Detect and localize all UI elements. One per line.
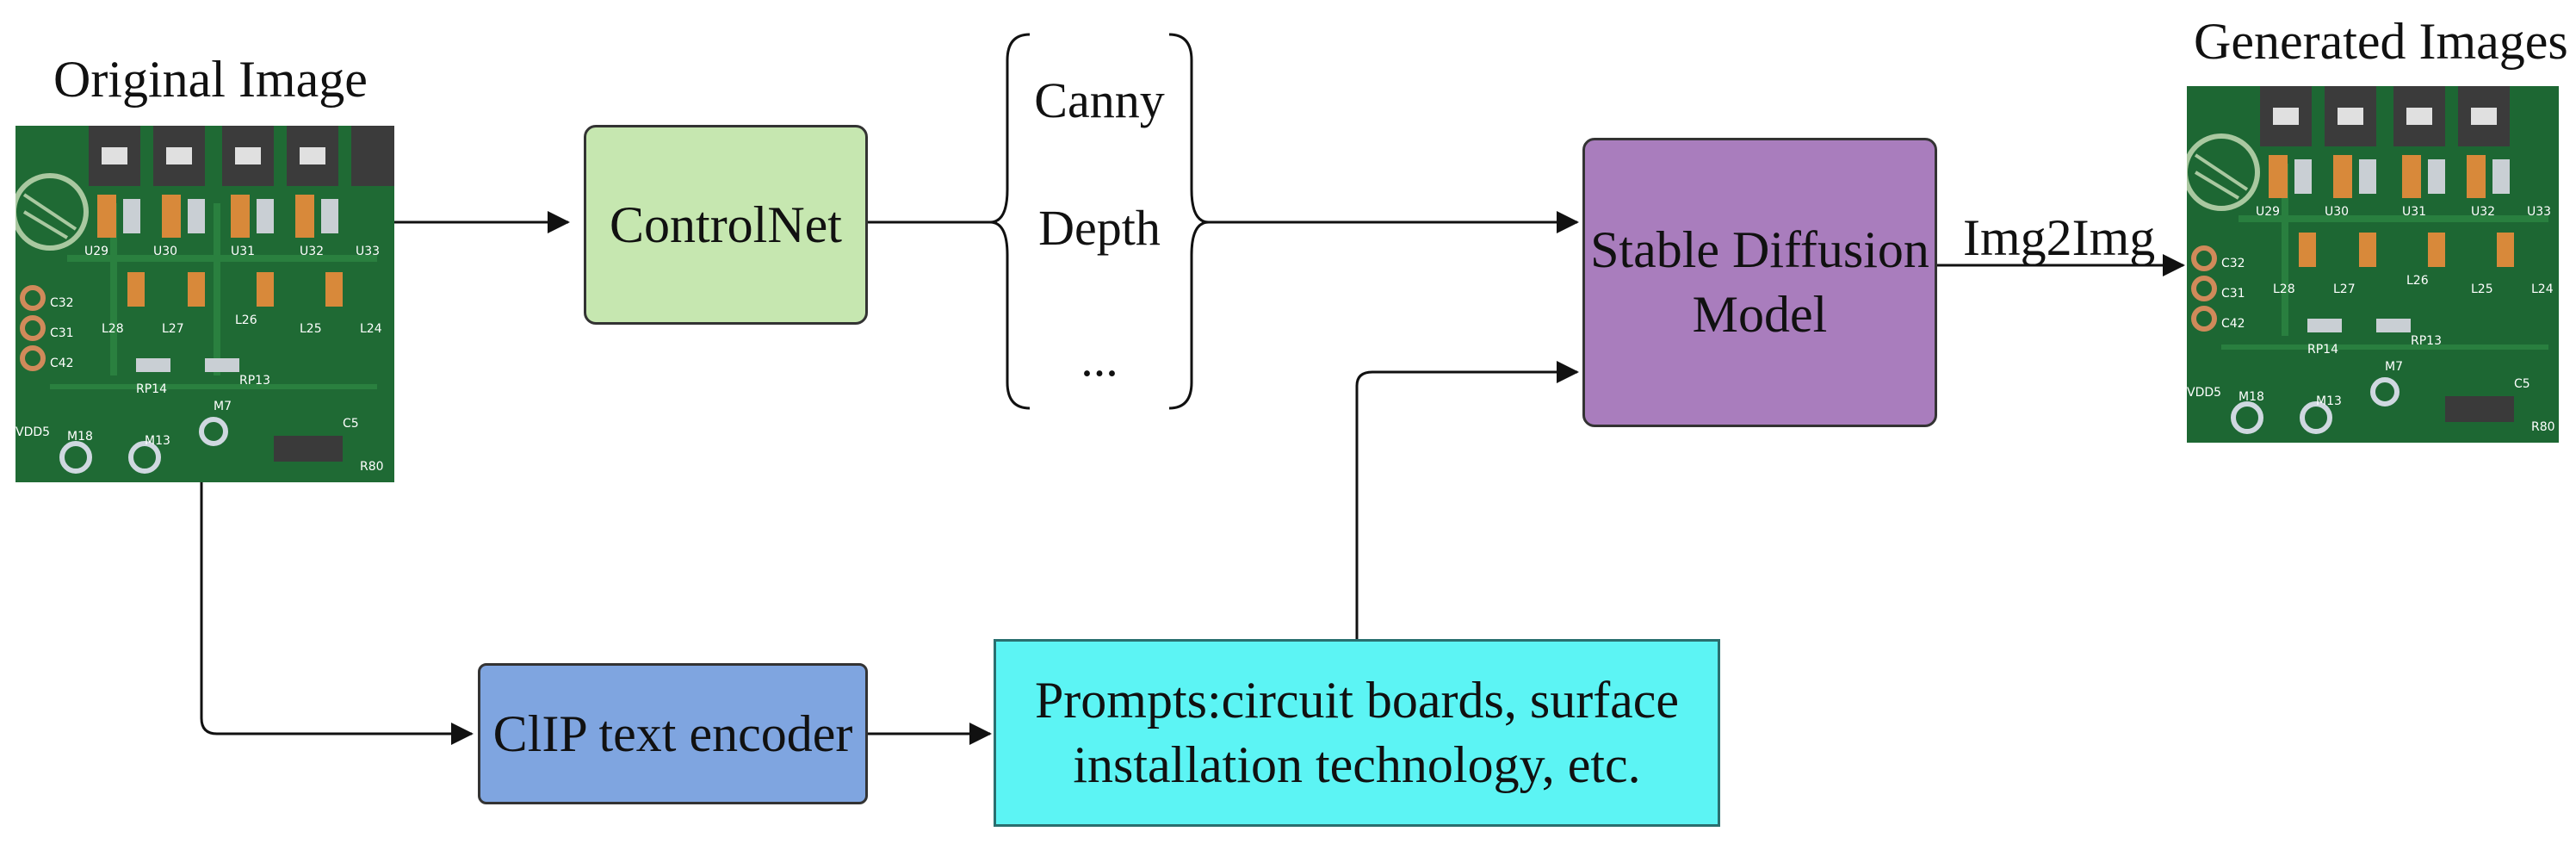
controlnet-label: ControlNet [610, 195, 842, 253]
svg-text:L25: L25 [300, 322, 322, 336]
svg-text:L25: L25 [2471, 282, 2493, 296]
stable-diffusion-line-2: Model [1692, 286, 1828, 343]
svg-text:L27: L27 [2333, 282, 2356, 296]
clip-text-encoder-label: ClIP text encoder [492, 704, 853, 762]
svg-text:C31: C31 [50, 326, 74, 340]
svg-text:C42: C42 [50, 357, 74, 370]
svg-text:U29: U29 [2256, 205, 2280, 219]
prompts-box: Prompts:circuit boards, surface installa… [994, 639, 1720, 827]
svg-text:C32: C32 [2221, 257, 2245, 270]
svg-text:VDD5: VDD5 [15, 425, 50, 439]
svg-text:U29: U29 [84, 245, 108, 258]
svg-text:U30: U30 [2325, 205, 2349, 219]
svg-text:C5: C5 [343, 417, 359, 431]
svg-text:U32: U32 [2471, 205, 2495, 219]
svg-text:U31: U31 [231, 245, 255, 258]
svg-text:C42: C42 [2221, 317, 2245, 331]
svg-text:RP14: RP14 [2307, 343, 2338, 357]
arrow-original-to-clip [200, 482, 474, 745]
svg-text:RP13: RP13 [239, 374, 270, 388]
svg-text:U32: U32 [300, 245, 324, 258]
controlnet-box: ControlNet [584, 125, 868, 325]
svg-text:M7: M7 [214, 400, 232, 413]
img2img-label: Img2Img [1963, 209, 2156, 266]
svg-text:L26: L26 [2406, 274, 2429, 288]
prompts-line-1: Prompts:circuit boards, surface [1034, 672, 1680, 729]
generated-images-title: Generated Images [2194, 13, 2568, 70]
svg-text:L28: L28 [2273, 282, 2295, 296]
svg-text:R80: R80 [360, 460, 384, 474]
svg-text:M13: M13 [2316, 394, 2342, 408]
svg-text:L24: L24 [360, 322, 382, 336]
svg-text:C31: C31 [2221, 287, 2245, 301]
svg-text:M18: M18 [67, 430, 93, 444]
svg-text:U31: U31 [2402, 205, 2426, 219]
svg-text:U33: U33 [356, 245, 380, 258]
svg-text:U33: U33 [2527, 205, 2551, 219]
arrow-prompts-to-sd [1355, 361, 1579, 639]
condition-depth: Depth [1038, 200, 1161, 256]
svg-text:RP13: RP13 [2411, 334, 2442, 348]
svg-text:M18: M18 [2239, 390, 2264, 404]
svg-text:U30: U30 [153, 245, 177, 258]
svg-text:M13: M13 [145, 434, 170, 448]
svg-text:L27: L27 [162, 322, 184, 336]
brace-right [1168, 33, 1210, 410]
stable-diffusion-box: Stable Diffusion Model [1582, 138, 1937, 427]
svg-text:L26: L26 [235, 313, 257, 327]
svg-text:M7: M7 [2385, 360, 2403, 374]
svg-text:R80: R80 [2531, 420, 2555, 434]
condition-ellipsis: ... [1081, 331, 1118, 387]
svg-text:L28: L28 [102, 322, 124, 336]
svg-text:C5: C5 [2514, 377, 2530, 391]
svg-text:L24: L24 [2531, 282, 2554, 296]
svg-text:RP14: RP14 [136, 382, 167, 396]
clip-text-encoder-box: ClIP text encoder [478, 663, 868, 804]
original-image-title: Original Image [53, 51, 368, 108]
condition-canny: Canny [1034, 72, 1165, 128]
prompts-line-2: installation technology, etc. [1073, 736, 1641, 793]
svg-text:C32: C32 [50, 296, 74, 310]
brace-left [989, 33, 1031, 410]
svg-text:VDD5: VDD5 [2187, 386, 2221, 400]
stable-diffusion-line-1: Stable Diffusion [1590, 221, 1929, 278]
